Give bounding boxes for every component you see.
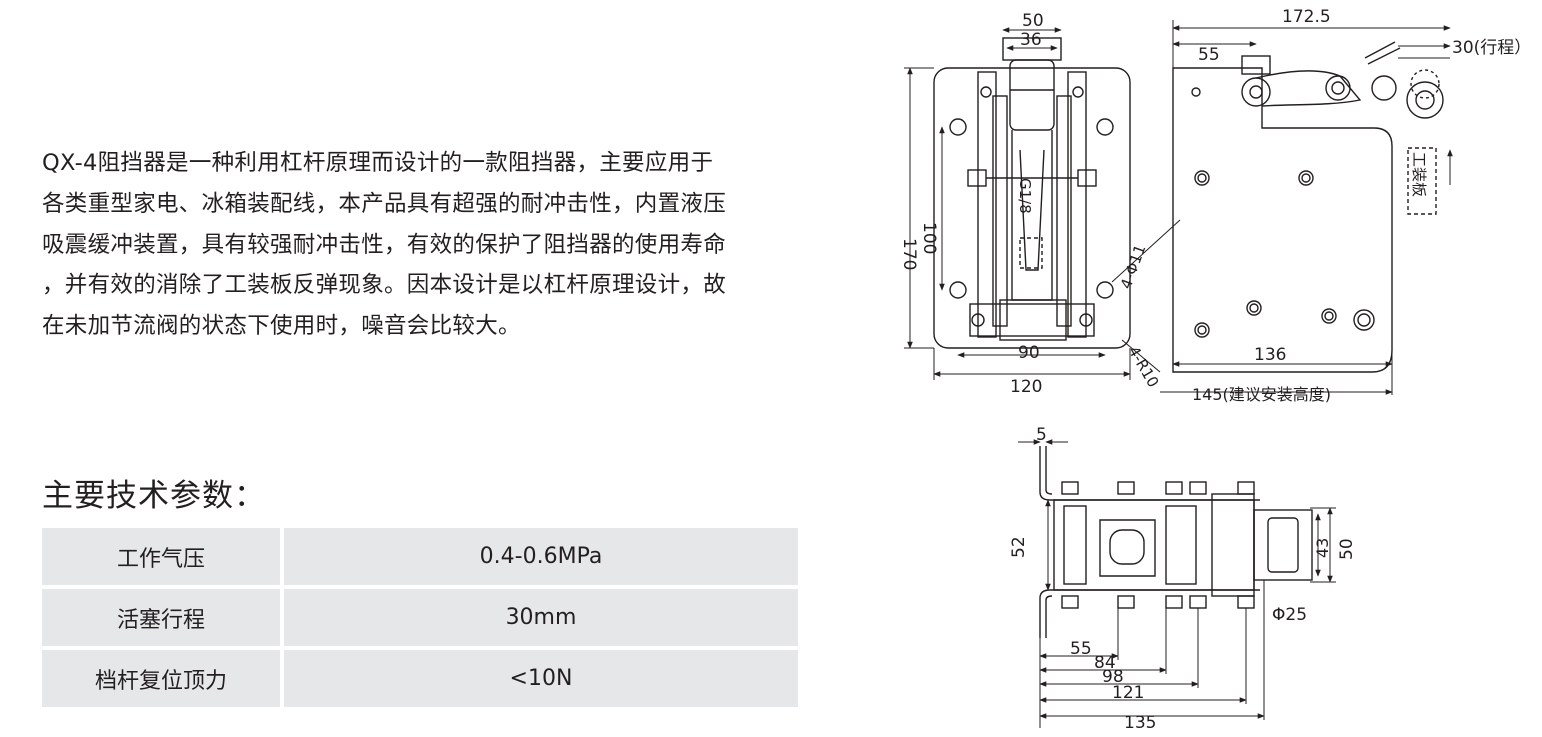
table-row: 活塞行程 30mm: [42, 589, 798, 646]
dim-label: 121: [1112, 683, 1144, 703]
spec-value: 30mm: [284, 589, 798, 646]
top-view-labels: 5 52 43 50 Φ25 55 84 98 121 135: [1009, 425, 1357, 733]
dim-label: 30(行程）: [1452, 38, 1531, 58]
dim-label: 50: [1337, 538, 1357, 560]
dim-label: 135: [1124, 713, 1156, 733]
side-view-dimensions: [1160, 20, 1453, 395]
dim-label: 145(建议安装高度): [1192, 385, 1331, 404]
dim-label: 4-Φ11: [1117, 242, 1150, 291]
side-view: [1172, 41, 1444, 373]
spec-name: 活塞行程: [42, 589, 284, 646]
dim-label: 55: [1070, 639, 1092, 659]
dim-label: 52: [1009, 536, 1029, 558]
dim-label: 172.5: [1282, 7, 1331, 27]
dim-label: 98: [1102, 667, 1124, 687]
spec-table: 工作气压 0.4-0.6MPa 活塞行程 30mm 档杆复位顶力 <10N: [42, 524, 798, 711]
dim-label: G1/8: [1016, 178, 1034, 214]
front-view-dimensions: [904, 27, 1181, 380]
dim-label: 90: [1018, 343, 1040, 363]
side-view-labels: 172.5 55 30(行程） 136 145(建议安装高度) 工装板: [1192, 7, 1531, 404]
dim-label: 36: [1020, 30, 1042, 50]
description-line: 在未加节流阀的状态下使用时，噪音会比较大。: [42, 313, 521, 340]
table-row: 工作气压 0.4-0.6MPa: [42, 528, 798, 585]
front-view: [933, 37, 1131, 349]
dim-label: 136: [1254, 345, 1286, 365]
dim-label: 120: [1010, 377, 1042, 397]
dim-label: 170: [899, 238, 919, 270]
spec-name: 档杆复位顶力: [42, 650, 284, 707]
dim-label: 55: [1198, 45, 1220, 65]
description-line: 各类重型家电、冰箱装配线，本产品具有超强的耐冲击性，内置液压: [42, 190, 727, 217]
dim-label: 84: [1094, 653, 1116, 673]
dim-label: 100: [919, 222, 939, 254]
product-description: QX-4阻挡器是一种利用杠杆原理而设计的一款阻挡器，主要应用于 各类重型家电、冰…: [42, 143, 822, 347]
dim-label: 5: [1036, 425, 1047, 445]
spec-name: 工作气压: [42, 528, 284, 585]
spec-title: 主要技术参数：: [42, 478, 266, 514]
top-view-dimensions: [1018, 439, 1336, 728]
front-view-labels: 50 36 170 100 G1/8 90 120 4-Φ11 4-R10: [899, 11, 1162, 397]
dim-label: 50: [1022, 11, 1044, 31]
spec-value: 0.4-0.6MPa: [284, 528, 798, 585]
description-line: 吸震缓冲装置，具有较强耐冲击性，有效的保护了阻挡器的使用寿命: [42, 231, 727, 258]
dim-label: Φ25: [1272, 605, 1307, 625]
description-line: QX-4阻挡器是一种利用杠杆原理而设计的一款阻挡器，主要应用于: [42, 150, 714, 176]
spec-value: <10N: [284, 650, 798, 707]
dim-label: 43: [1313, 538, 1332, 558]
pallet-label: 工装板: [1410, 152, 1428, 197]
table-row: 档杆复位顶力 <10N: [42, 650, 798, 707]
description-line: ，并有效的消除了工装板反弹现象。因本设计是以杠杆原理设计，故: [42, 272, 727, 299]
